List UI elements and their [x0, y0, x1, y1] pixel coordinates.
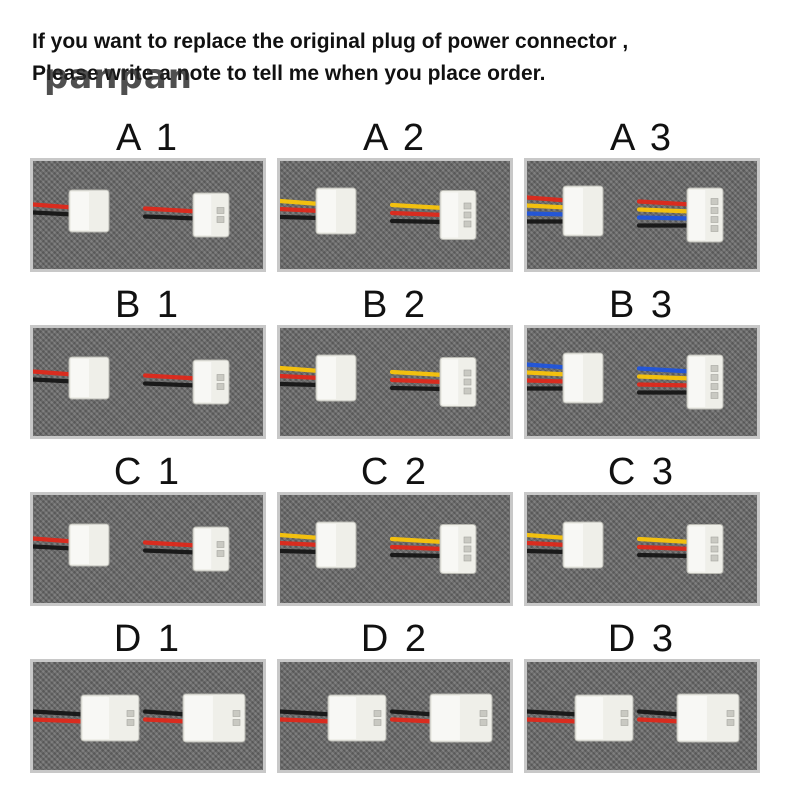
connector-illustration [527, 521, 724, 574]
connector-cell[interactable]: B 2 [277, 285, 513, 452]
connector-photo [30, 158, 266, 272]
connector-illustration [527, 352, 724, 410]
connector-illustration [280, 693, 493, 743]
connector-label: A 3 [610, 117, 674, 159]
connector-illustration [527, 185, 724, 243]
connector-photo [30, 325, 266, 439]
instruction-line-1: If you want to replace the original plug… [32, 30, 629, 53]
connector-label: C 2 [360, 451, 430, 493]
connector-illustration [33, 356, 230, 405]
connector-cell[interactable]: D 3 [524, 619, 760, 786]
connector-cell[interactable]: B 1 [30, 285, 266, 452]
connector-photo [30, 492, 266, 606]
header: If you want to replace the original plug… [32, 26, 792, 90]
connector-photo [277, 492, 513, 606]
connector-cell[interactable]: A 2 [277, 118, 513, 285]
connector-label: A 2 [363, 117, 427, 159]
connector-illustration [280, 354, 477, 407]
connector-illustration [280, 187, 477, 240]
connector-photo [30, 659, 266, 773]
connector-photo [524, 158, 760, 272]
connector-cell[interactable]: B 3 [524, 285, 760, 452]
instruction-line-2: Please write a note to tell me when you … [32, 62, 546, 85]
connector-cell[interactable]: A 3 [524, 118, 760, 285]
connector-photo [277, 325, 513, 439]
connector-label: D 1 [113, 618, 183, 660]
connector-label: B 2 [361, 284, 429, 326]
connector-cell[interactable]: A 1 [30, 118, 266, 285]
connector-cell[interactable]: D 1 [30, 619, 266, 786]
connector-label: B 3 [608, 284, 676, 326]
watermark: panpan [44, 57, 193, 97]
connector-photo [277, 659, 513, 773]
connector-label: C 3 [607, 451, 677, 493]
connector-cell[interactable]: C 3 [524, 452, 760, 619]
connector-label: B 1 [114, 284, 182, 326]
connector-label: D 2 [360, 618, 430, 660]
connector-photo [524, 325, 760, 439]
connector-cell[interactable]: C 1 [30, 452, 266, 619]
connector-label: C 1 [113, 451, 183, 493]
connector-cell[interactable]: D 2 [277, 619, 513, 786]
connector-illustration [33, 523, 230, 572]
connector-illustration [527, 693, 740, 743]
connector-illustration [280, 521, 477, 574]
connector-grid: A 1 A 2 A 3 B 1 B 2 B 3 C 1 C 2 C 3 D 1 … [30, 118, 792, 786]
connector-cell[interactable]: C 2 [277, 452, 513, 619]
connector-label: D 3 [607, 618, 677, 660]
connector-photo [524, 492, 760, 606]
connector-label: A 1 [116, 117, 180, 159]
connector-photo [277, 158, 513, 272]
connector-illustration [33, 693, 246, 743]
connector-photo [524, 659, 760, 773]
connector-illustration [33, 189, 230, 238]
